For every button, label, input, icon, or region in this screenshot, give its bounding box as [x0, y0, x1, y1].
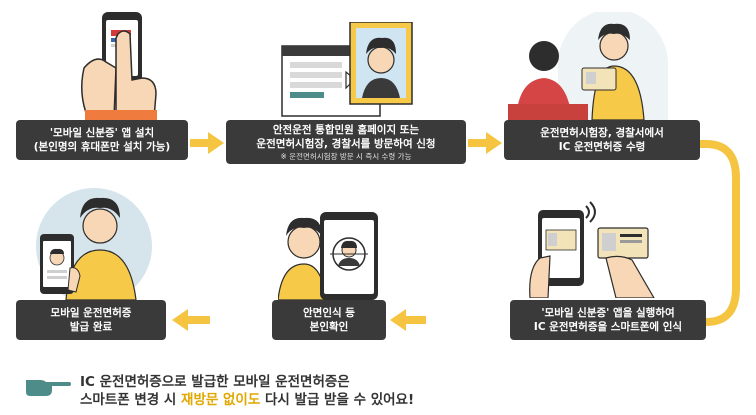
- step-4-box: '모바일 신분증' 앱을 실행하여 IC 운전면허증을 스마트폰에 인식: [510, 300, 706, 340]
- step-5-line-1: 안면인식 등: [303, 307, 355, 319]
- step-2-note: ※ 운전면허시험장 방문 시 즉시 수령 가능: [280, 151, 412, 161]
- computer-screen-icon: [281, 22, 413, 117]
- arrow-left-2: [172, 309, 210, 331]
- step-5-box: 안면인식 등 본인확인: [272, 300, 386, 340]
- step-3-line-1: 운전면허시험장, 경찰서에서: [540, 127, 664, 139]
- phone-touch-icon: [81, 12, 157, 120]
- bottom-note-line-2-after: 다시 발급 받을 수 있어요!: [260, 392, 415, 408]
- step-1-box: '모바일 신분증' 앱 설치 (본인명의 휴대폰만 설치 가능): [16, 120, 188, 160]
- pointing-hand-icon: [26, 380, 71, 396]
- step-6-line-2: 발급 완료: [69, 321, 113, 333]
- step-1-line-2: (본인명의 휴대폰만 설치 가능): [33, 141, 171, 153]
- mobile-license-person-icon: [36, 188, 152, 300]
- bottom-note-highlight: 재방문 없이도: [181, 392, 261, 408]
- bottom-note: IC 운전면허증으로 발급한 모바일 운전면허증은 스마트폰 변경 시 재방문 …: [80, 373, 414, 409]
- step-2-box: 안전운전 통합민원 홈페이지 또는 운전면허시험장, 경찰서를 방문하여 신청 …: [226, 120, 466, 164]
- step-5-line-2: 본인확인: [309, 321, 349, 333]
- step-2-line-2: 운전면허시험장, 경찰서를 방문하여 신청: [256, 137, 436, 150]
- license-handover-icon: [508, 12, 668, 120]
- step-6-line-1: 모바일 운전면허증: [50, 307, 132, 319]
- step-1-line-1: '모바일 신분증' 앱 설치: [49, 127, 155, 139]
- step-3-line-2: IC 운전면허증 수령: [558, 141, 646, 153]
- face-scan-phone-icon: [278, 212, 378, 300]
- step-6-box: 모바일 운전면허증 발급 완료: [16, 300, 166, 340]
- nfc-phone-card-icon: [529, 201, 655, 298]
- step-4-line-2: IC 운전면허증을 스마트폰에 인식: [533, 321, 683, 333]
- arrow-right-1: [190, 132, 224, 154]
- arrow-left-1: [390, 309, 426, 331]
- bottom-note-line-2: 스마트폰 변경 시 재방문 없이도 다시 발급 받을 수 있어요!: [80, 391, 414, 409]
- bottom-note-line-1: IC 운전면허증으로 발급한 모바일 운전면허증은: [80, 374, 350, 390]
- step-4-line-1: '모바일 신분증' 앱을 실행하여: [541, 307, 675, 319]
- step-3-box: 운전면허시험장, 경찰서에서 IC 운전면허증 수령: [504, 120, 700, 160]
- arrow-right-2: [468, 132, 502, 154]
- step-2-line-1: 안전운전 통합민원 홈페이지 또는: [272, 123, 420, 136]
- bottom-note-line-2-before: 스마트폰 변경 시: [80, 392, 182, 408]
